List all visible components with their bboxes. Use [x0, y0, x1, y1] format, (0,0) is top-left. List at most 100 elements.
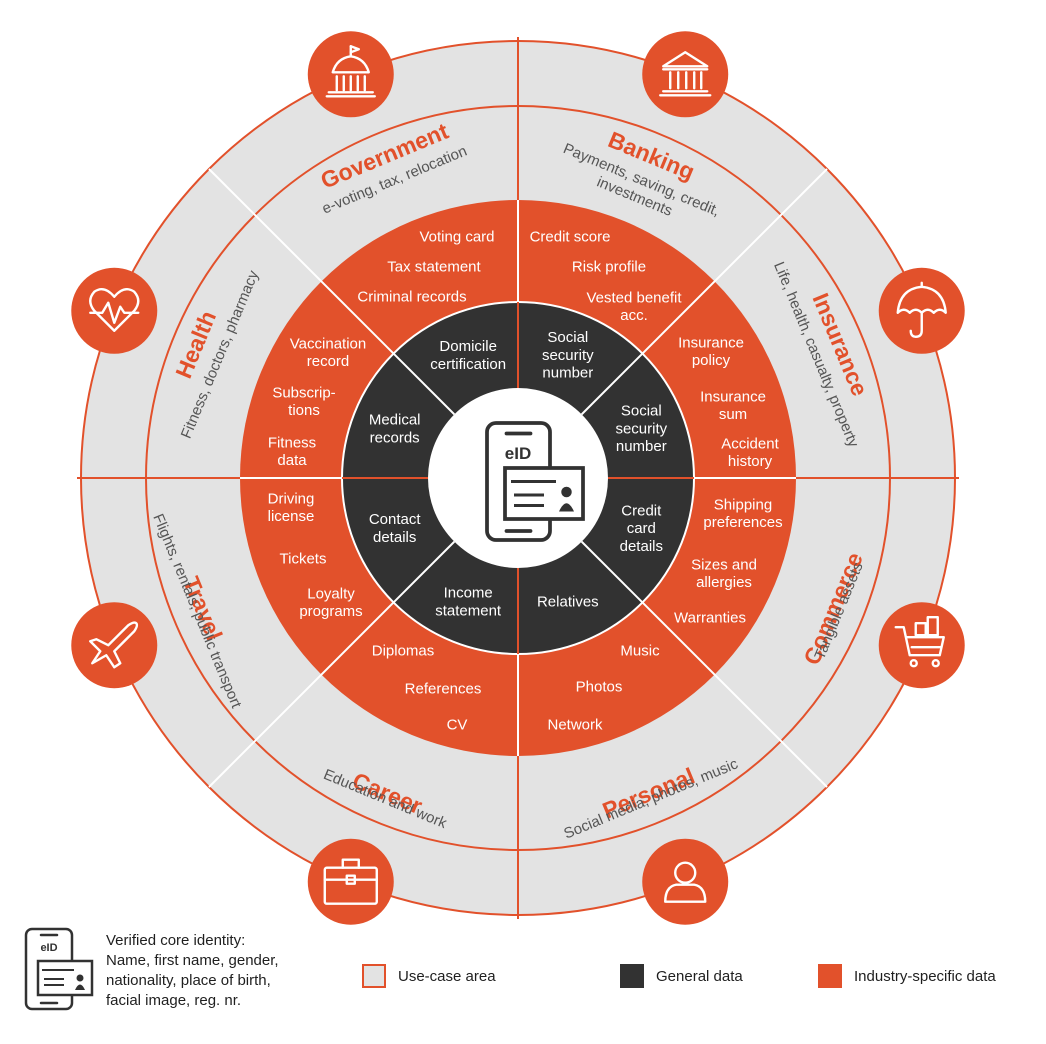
general-data-item-line: records: [370, 429, 420, 446]
capitol-icon-bg: [307, 31, 394, 118]
industry-data-item-line: Insurance: [678, 334, 744, 351]
legend-use-case-label: Use-case area: [398, 967, 496, 985]
legend-industry-label: Industry-specific data: [854, 967, 996, 985]
general-data-item-line: Social: [547, 329, 588, 346]
industry-data-item-line: preferences: [703, 514, 782, 531]
sector-divider-diagonal: [641, 168, 828, 355]
industry-data-item-line: Criminal records: [357, 288, 466, 305]
industry-data-item-line: record: [307, 353, 350, 370]
general-data-item-line: Medical: [369, 412, 421, 429]
bank-icon: [642, 31, 729, 118]
sector-divider-diagonal-inner: [392, 540, 456, 604]
industry-data-item: Warranties: [674, 609, 746, 626]
legend-industry-swatch: [818, 964, 842, 988]
sector-divider-diagonal: [641, 601, 828, 788]
heartbeat-icon-part: [89, 301, 140, 324]
general-data-item-line: details: [373, 529, 416, 546]
person-icon-part: [674, 861, 697, 884]
sector-divider-diagonal: [208, 601, 395, 788]
umbrella-icon-bg: [878, 267, 965, 354]
heartbeat-icon-bg: [71, 267, 158, 354]
legend-core-identity-text: Verified core identity: Name, first name…: [106, 932, 279, 1009]
airplane-icon-part: [89, 621, 139, 669]
shopping-cart-icon-part: [931, 659, 940, 668]
sector-divider-diagonal: [208, 168, 395, 355]
airplane-icon: [71, 602, 158, 689]
industry-data-item: Risk profile: [572, 258, 646, 275]
eid-phone-icon: [485, 421, 585, 542]
legend-use-case-area: Use-case area: [362, 962, 496, 990]
industry-data-item: Voting card: [419, 228, 494, 245]
industry-data-item-line: Tax statement: [387, 258, 481, 275]
industry-data-item-line: Music: [620, 642, 660, 659]
legend-use-case-swatch: [362, 964, 386, 988]
industry-data-item-line: policy: [692, 352, 731, 369]
capitol-icon: [307, 31, 394, 118]
general-data-item: Relatives: [537, 594, 599, 611]
industry-data-item-line: license: [268, 508, 315, 525]
general-data-item-line: Relatives: [537, 594, 599, 611]
briefcase-icon-part: [341, 858, 360, 869]
shopping-cart-icon-bg: [878, 602, 965, 689]
industry-data-item-line: sum: [719, 406, 747, 423]
heartbeat-icon-part: [89, 287, 140, 332]
shopping-cart-icon-part: [926, 616, 939, 637]
shopping-cart-icon-part: [894, 626, 945, 657]
general-data-item-line: Contact: [369, 511, 422, 528]
industry-data-item: Photos: [576, 678, 623, 695]
person-icon: [642, 838, 729, 925]
sector-divider-diagonal-inner: [392, 352, 456, 416]
eid-phone-icon: eID: [24, 927, 94, 1011]
general-data-item-line: statement: [435, 602, 502, 619]
legend-core-identity: eID Verified core identity: Name, first …: [24, 927, 344, 1017]
briefcase-icon-part: [323, 866, 378, 905]
center-eid: eID: [485, 421, 585, 542]
industry-data-item-line: Driving: [268, 490, 315, 507]
legend-general-data: General data: [620, 962, 743, 990]
industry-data-item-line: Warranties: [674, 609, 746, 626]
legend-eid-label: eID: [40, 942, 57, 954]
industry-data-item-line: Voting card: [419, 228, 494, 245]
person-icon-part: [664, 883, 707, 903]
sector-divider-diagonal-inner: [580, 352, 644, 416]
industry-data-item: Network: [547, 716, 603, 733]
bank-icon-part: [662, 51, 709, 68]
industry-data-item: Tax statement: [387, 258, 481, 275]
center-eid-label: eID: [505, 444, 531, 463]
industry-data-item-line: Credit score: [530, 228, 611, 245]
general-data-item-line: certification: [430, 356, 506, 373]
general-data-item-line: Income: [444, 585, 493, 602]
umbrella-icon-part: [909, 311, 923, 338]
industry-data-item-line: References: [405, 680, 482, 697]
industry-data-item: References: [405, 680, 482, 697]
industry-data-item-line: history: [728, 453, 773, 470]
briefcase-icon-part: [345, 874, 356, 885]
industry-data-item-line: Sizes and: [691, 556, 757, 573]
industry-data-item-line: Subscrip-: [272, 384, 335, 401]
sector-dividers: [77, 37, 959, 919]
industry-data-item-line: Risk profile: [572, 258, 646, 275]
general-data-item-line: card: [627, 520, 656, 537]
industry-data-item-line: allergies: [696, 574, 752, 591]
industry-data-item-line: Network: [547, 716, 603, 733]
industry-data-item-line: acc.: [620, 307, 648, 324]
general-data-item-line: details: [620, 538, 663, 555]
legend-general-swatch: [620, 964, 644, 988]
industry-data-item: Music: [620, 642, 660, 659]
industry-data-item: CV: [447, 716, 468, 733]
